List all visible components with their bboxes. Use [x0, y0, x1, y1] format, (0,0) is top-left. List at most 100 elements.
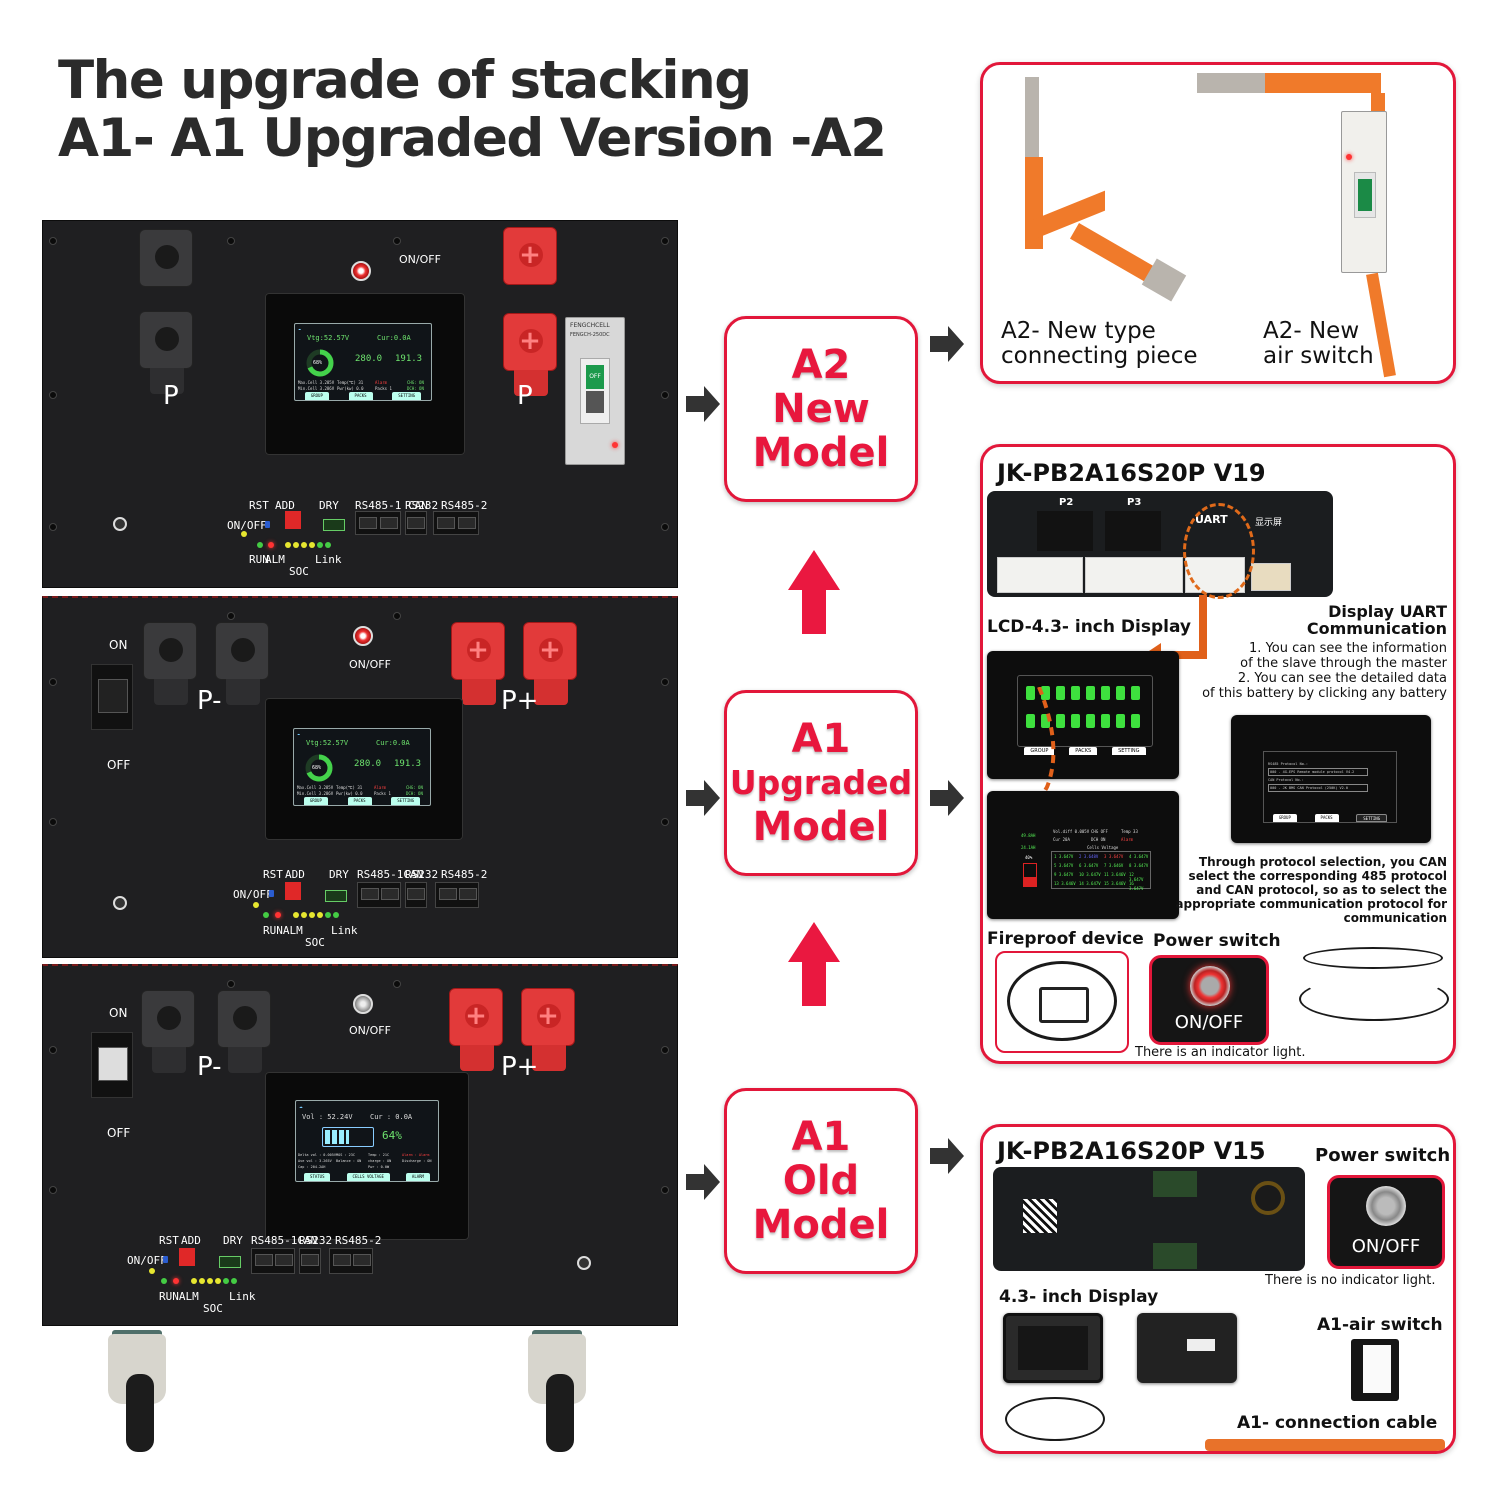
lcd-soc: 64%	[382, 1129, 402, 1142]
soc-led	[223, 1278, 229, 1284]
pack-cell-icon[interactable]	[1086, 686, 1095, 700]
lcd-settings-screen[interactable]: RS485 Protocol No.: 000 - 4G-EPS Remote …	[1231, 715, 1431, 843]
breaker-toggle[interactable]: OFF	[580, 358, 610, 424]
detail-soc: 40%	[1025, 855, 1033, 860]
pack-cell-icon[interactable]	[1131, 714, 1140, 728]
screw	[661, 1186, 669, 1194]
positive-connector-1[interactable]	[503, 227, 557, 285]
pack-cell-icon[interactable]	[1071, 714, 1080, 728]
address-dip-switch[interactable]	[179, 1248, 195, 1266]
cell-voltage: 5 3.647V	[1054, 863, 1074, 868]
negative-connector-1[interactable]	[139, 229, 193, 287]
dry-contact-port[interactable]	[219, 1256, 241, 1268]
positive-connector-2[interactable]	[521, 988, 575, 1071]
positive-connector-2[interactable]	[523, 622, 577, 705]
rs485-2-port[interactable]	[433, 511, 479, 535]
rs485-1-can-port[interactable]	[251, 1248, 295, 1274]
lcd-tab-group[interactable]: GROUP	[303, 797, 328, 805]
settings-tab-packs[interactable]: PACKS	[1314, 814, 1339, 822]
pack-cell-icon[interactable]	[1101, 714, 1110, 728]
pack-cell-icon[interactable]	[1026, 714, 1035, 728]
lcd-tabs: STATUS CELLS VOLTAGE ALARM	[296, 1173, 438, 1181]
lcd-power: Pwr : 0.0W	[368, 1165, 390, 1169]
onoff-label: ON/OFF	[349, 658, 391, 671]
negative-connector-1[interactable]	[143, 622, 197, 705]
rs232-port[interactable]	[405, 882, 427, 908]
power-button[interactable]	[353, 994, 373, 1014]
power-switch-image: ON/OFF	[1327, 1175, 1445, 1269]
rs232-port[interactable]	[405, 511, 427, 535]
lcd-tab-status[interactable]: STATUS	[304, 1173, 331, 1181]
power-button[interactable]	[351, 261, 371, 281]
lcd-rated-capacity: 280.0	[355, 354, 383, 364]
pack-cell-icon[interactable]	[1116, 686, 1125, 700]
grid-tab-packs[interactable]: PACKS	[1069, 747, 1098, 755]
settings-tab-setting[interactable]: SETTING	[1356, 814, 1388, 822]
lcd-tab-cells-voltage[interactable]: CELLS VOLTAGE	[346, 1173, 390, 1181]
screw	[661, 391, 669, 399]
rs485-protocol-select[interactable]: 000 - 4G-EPS Remote module protocol V4.2	[1268, 768, 1368, 776]
lcd-screen-a1-old[interactable]: ☁ Vol : 52.24V Cur : 0.0A 64% Delta vol …	[295, 1100, 439, 1182]
lcd-alarm: Alarm : Alarm	[402, 1153, 430, 1157]
pack-cell-icon[interactable]	[1071, 686, 1080, 700]
power-button[interactable]	[353, 626, 373, 646]
qr-code	[1023, 1199, 1057, 1233]
power-switch-title: Power switch	[1315, 1145, 1451, 1166]
negative-connector-2[interactable]	[215, 622, 269, 705]
pack-cell-icon[interactable]	[1026, 686, 1035, 700]
pack-cell-icon[interactable]	[1041, 686, 1050, 700]
pack-cell-icon[interactable]	[1056, 714, 1065, 728]
dry-contact-port[interactable]	[325, 890, 347, 902]
air-switch-label: A2- New air switch	[1263, 318, 1374, 369]
can-protocol-select[interactable]: 000 - JK BMS CAN Protocol (250K) V2.0	[1268, 784, 1368, 792]
rs485-1-can-port[interactable]	[355, 511, 401, 535]
lcd-pack-detail-screen[interactable]: 49.8AH 24.1AH 40% Vol.diff 0.005V CHG OF…	[987, 791, 1179, 919]
lcd-screen-a1-upgraded[interactable]: ☁ Vtg:52.57V Cur:0.0A 68% 280.0 191.3 Ma…	[293, 728, 431, 806]
settings-content: RS485 Protocol No.: 000 - 4G-EPS Remote …	[1263, 751, 1397, 823]
pack-cell-icon[interactable]	[1101, 686, 1110, 700]
address-dip-switch[interactable]	[285, 511, 301, 529]
onoff-micro-switch[interactable]	[163, 1256, 168, 1263]
onoff-micro-switch[interactable]	[269, 890, 274, 897]
rs485-2-port[interactable]	[435, 882, 479, 908]
switch-off-label: OFF	[107, 1126, 131, 1140]
main-breaker[interactable]	[91, 664, 133, 730]
lcd-pack-grid-screen[interactable]: GROUP PACKS SETTING	[987, 651, 1179, 779]
lcd-screen-a2[interactable]: ☁ Vtg:52.57V Cur:0.0A 68% 280.0 191.3 Ma…	[294, 323, 432, 401]
address-dip-switch[interactable]	[285, 882, 301, 900]
detail-battery-gauge	[1023, 863, 1037, 887]
pack-cell-icon[interactable]	[1131, 686, 1140, 700]
rs485-2-port[interactable]	[329, 1248, 373, 1274]
grid-tab-setting[interactable]: SETTING	[1112, 747, 1146, 755]
soc-led	[199, 1278, 205, 1284]
caster-wheel-left	[108, 1330, 166, 1454]
positive-connector-1[interactable]	[449, 988, 503, 1071]
main-breaker[interactable]	[91, 1032, 133, 1098]
grid-tab-group[interactable]: GROUP	[1024, 747, 1055, 755]
lcd-tab-setting[interactable]: SETTING	[391, 797, 421, 805]
pack-cell-icon[interactable]	[1041, 714, 1050, 728]
lcd-tab-packs[interactable]: PACKS	[348, 392, 373, 400]
positive-connector-2[interactable]	[503, 313, 557, 396]
settings-tab-group[interactable]: GROUP	[1272, 814, 1297, 822]
onoff-micro-switch[interactable]	[265, 521, 270, 528]
negative-connector-2[interactable]	[217, 990, 271, 1073]
lcd-voltage: Vol : 52.24V	[302, 1113, 353, 1121]
dry-contact-port[interactable]	[323, 519, 345, 531]
lcd-tab-alarm[interactable]: ALARM	[405, 1173, 430, 1181]
lcd-tab-group[interactable]: GROUP	[304, 392, 329, 400]
negative-terminal-label: P-	[197, 686, 222, 716]
negative-connector-2[interactable]	[139, 311, 193, 394]
detail-dch: DCH ON	[1091, 837, 1106, 842]
negative-connector-1[interactable]	[141, 990, 195, 1073]
screw	[49, 818, 57, 826]
pack-cell-icon[interactable]	[1116, 714, 1125, 728]
rs485-1-can-port[interactable]	[357, 882, 401, 908]
rs232-port[interactable]	[299, 1248, 321, 1274]
pack-cell-icon[interactable]	[1056, 686, 1065, 700]
lcd-tab-packs[interactable]: PACKS	[347, 797, 372, 805]
air-switch[interactable]: FENGCHCELL FENGCH-250DC OFF	[565, 317, 625, 465]
lcd-tab-setting[interactable]: SETTING	[392, 392, 422, 400]
pack-cell-icon[interactable]	[1086, 714, 1095, 728]
positive-connector-1[interactable]	[451, 622, 505, 705]
